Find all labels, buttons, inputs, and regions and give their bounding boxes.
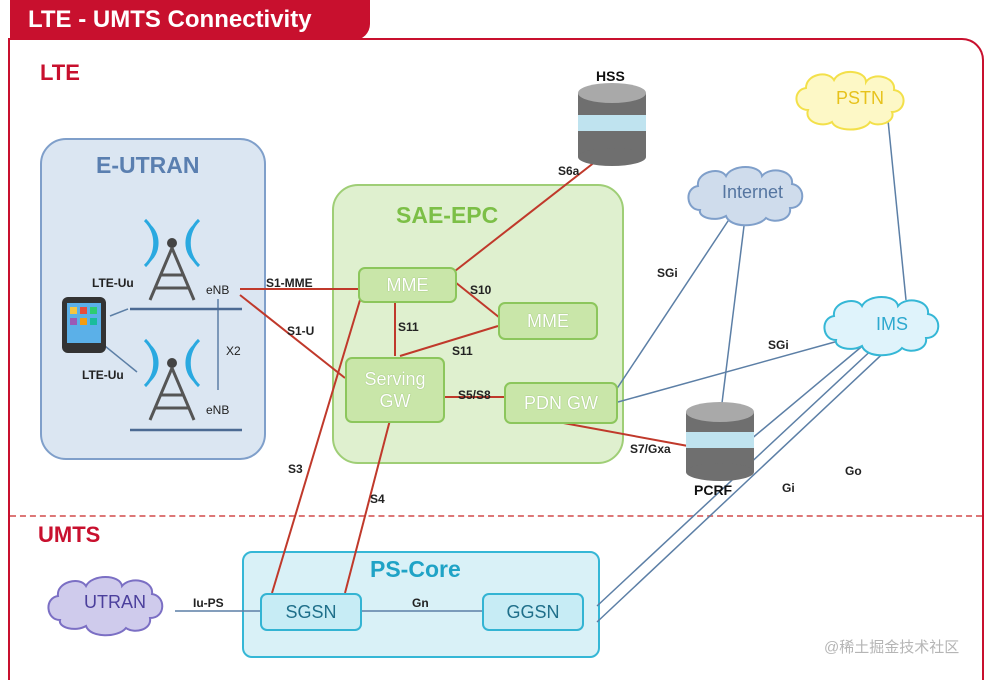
s11-label-1: S11 — [398, 320, 419, 334]
lte-umts-divider — [10, 515, 982, 517]
ggsn-node[interactable]: GGSN — [482, 593, 584, 631]
sgsn-node[interactable]: SGSN — [260, 593, 362, 631]
hss-label: HSS — [596, 68, 625, 84]
link-s10 — [454, 281, 501, 319]
smartphone-icon — [62, 297, 106, 353]
diagram-title: LTE - UMTS Connectivity — [28, 6, 312, 33]
s4-label: S4 — [370, 492, 385, 506]
go-label: Go — [845, 464, 862, 478]
gi-label: Gi — [782, 481, 795, 495]
cell-tower-icon-2 — [143, 338, 201, 421]
link-s1-u — [239, 294, 346, 379]
s1-u-label: S1-U — [287, 324, 315, 338]
s1-mme-label: S1-MME — [266, 276, 313, 290]
cloud-icon-ims — [823, 296, 940, 357]
link-ims-pcrf — [749, 342, 867, 441]
link-lte-uu2 — [99, 341, 138, 373]
link-lte-uu1 — [109, 308, 129, 317]
watermark: @稀土掘金技术社区 — [824, 639, 960, 656]
s5-s8-label: S5/S8 — [458, 388, 491, 402]
link-sgi-internet — [615, 217, 731, 391]
cloud-icon-pstn — [795, 71, 905, 131]
title-tab — [10, 0, 370, 40]
link-s11-diagonal — [399, 325, 499, 357]
link-s4 — [344, 419, 391, 594]
s6a-label: S6a — [558, 164, 580, 178]
lte-uu-label-1: LTE-Uu — [92, 276, 134, 290]
serving-gw-node[interactable]: Serving GW — [345, 357, 445, 423]
s11-label-2: S11 — [452, 344, 473, 358]
sgi-label-1: SGi — [657, 266, 678, 280]
ps-core-title: PS-Core — [370, 556, 461, 582]
internet-label: Internet — [722, 182, 784, 202]
database-icon-pcrf — [686, 402, 754, 481]
cloud-icon-utran — [47, 576, 164, 637]
sgi-label-2: SGi — [768, 338, 789, 352]
mme-node-2[interactable]: MME — [498, 302, 598, 340]
pstn-label: PSTN — [836, 88, 885, 108]
utran-label: UTRAN — [84, 592, 146, 612]
cloud-icon-internet — [687, 166, 804, 227]
link-internet-pcrf — [721, 217, 746, 404]
ims-label: IMS — [876, 314, 909, 334]
link-s6a — [454, 157, 601, 272]
iu-ps-label: Iu-PS — [193, 596, 224, 610]
s7-gxa-label: S7/Gxa — [630, 442, 671, 456]
pcrf-label: PCRF — [694, 482, 733, 498]
gn-label: Gn — [412, 596, 429, 610]
link-go — [596, 343, 894, 623]
link-s7-gxa — [557, 421, 689, 447]
enb-label-1: eNB — [206, 283, 230, 297]
section-label-umts: UMTS — [38, 522, 101, 547]
enb-label-2: eNB — [206, 403, 230, 417]
database-icon-hss — [578, 83, 646, 166]
lte-uu-label-2: LTE-Uu — [82, 368, 124, 382]
link-sgi-ims — [617, 339, 843, 403]
mme-node-1[interactable]: MME — [358, 267, 457, 303]
link-s3 — [271, 299, 361, 594]
cell-tower-icon-1 — [143, 218, 201, 301]
section-label-lte: LTE — [40, 60, 80, 85]
eutran-title: E-UTRAN — [96, 152, 200, 178]
s3-label: S3 — [288, 462, 303, 476]
s10-label: S10 — [470, 283, 492, 297]
x2-label: X2 — [226, 344, 241, 358]
link-pstn-ims — [887, 119, 907, 301]
diagram-frame — [8, 38, 984, 680]
pdn-gw-node[interactable]: PDN GW — [504, 382, 618, 424]
sae-epc-title: SAE-EPC — [396, 202, 499, 228]
